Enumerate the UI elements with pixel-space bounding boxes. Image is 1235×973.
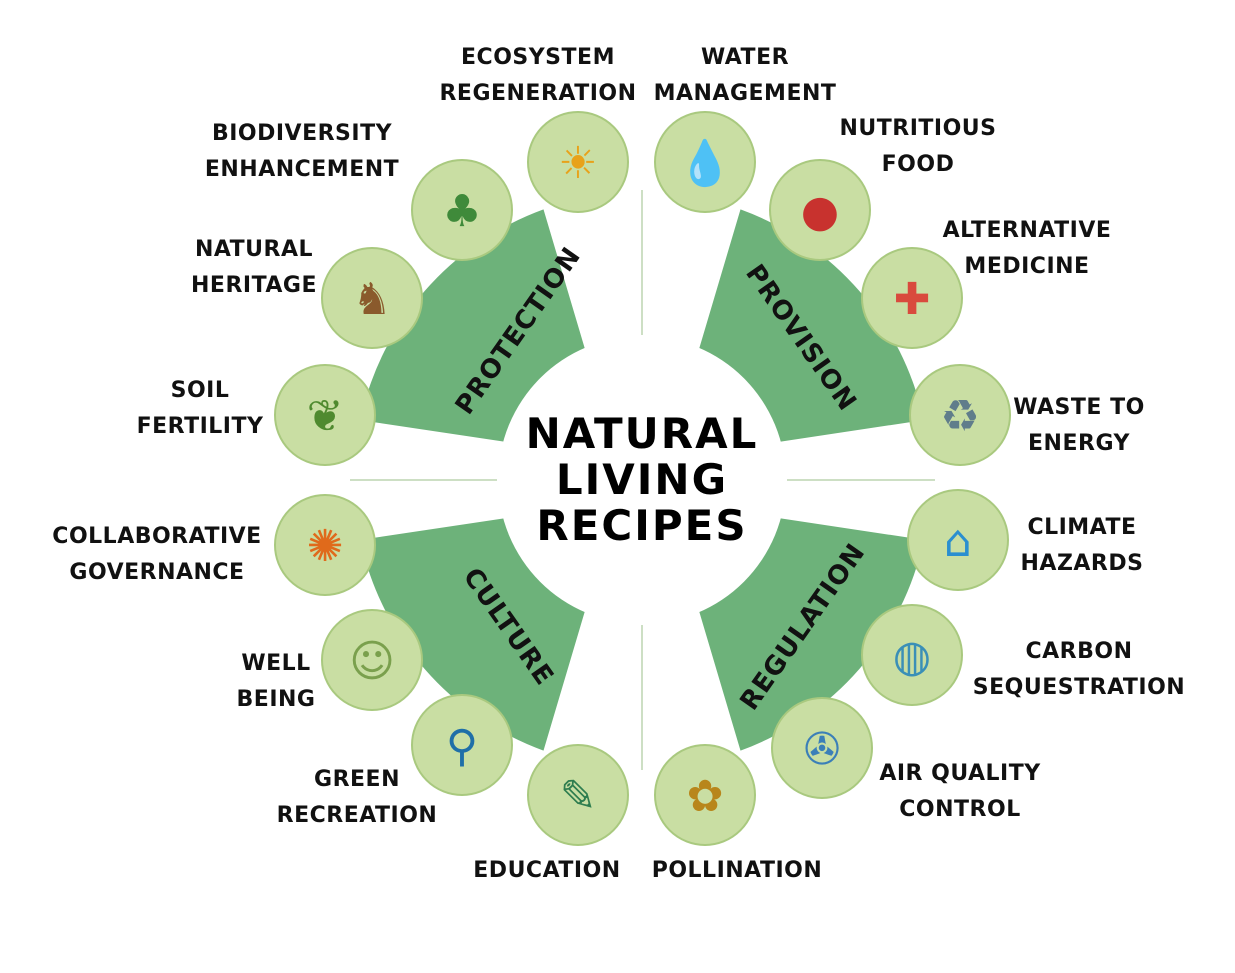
title-line-1: NATURAL — [525, 409, 759, 458]
deer-icon: ♞ — [321, 247, 423, 349]
svg-text:☀: ☀ — [558, 138, 597, 189]
trees-icon: ♣ — [411, 159, 513, 261]
item-label: SOIL FERTILITY — [136, 378, 264, 439]
svg-text:☺: ☺ — [349, 636, 395, 687]
diagram-title: NATURAL LIVING RECIPES — [526, 411, 759, 549]
item-label: ALTERNATIVE MEDICINE — [942, 218, 1112, 279]
item-label: AIR QUALITY CONTROL — [879, 761, 1041, 822]
svg-text:●: ● — [801, 186, 839, 237]
flood-house-icon: ⌂ — [907, 489, 1009, 591]
svg-text:♻: ♻ — [940, 391, 979, 442]
svg-text:✎: ✎ — [560, 771, 597, 822]
svg-text:♞: ♞ — [352, 274, 391, 325]
svg-text:❦: ❦ — [307, 391, 344, 442]
svg-text:♣: ♣ — [442, 186, 481, 237]
bicycle-icon: ⚲ — [411, 694, 513, 796]
waste-cart-icon: ♻ — [909, 364, 1011, 466]
meditation-icon: ☺ — [321, 609, 423, 711]
sector-provision — [696, 209, 924, 444]
berries-icon: ● — [769, 159, 871, 261]
item-label: WELL BEING — [236, 651, 316, 712]
item-label: POLLINATION — [651, 858, 823, 883]
water-drop-icon: 💧 — [654, 111, 756, 213]
sun-leaf-icon: ☀ — [527, 111, 629, 213]
item-label: COLLABORATIVE GOVERNANCE — [52, 524, 262, 585]
globe-hand-icon: ◍ — [861, 604, 963, 706]
svg-text:✚: ✚ — [894, 274, 931, 325]
svg-text:◍: ◍ — [893, 631, 931, 682]
svg-text:✇: ✇ — [804, 724, 841, 775]
svg-text:💧: 💧 — [678, 138, 733, 189]
sector-protection — [360, 209, 588, 444]
sector-regulation — [696, 516, 924, 751]
item-label: EDUCATION — [473, 858, 621, 883]
svg-text:✿: ✿ — [687, 771, 724, 822]
air-purifier-icon: ✇ — [771, 697, 873, 799]
item-label: NATURAL HERITAGE — [191, 237, 317, 298]
seedling-hand-icon: ❦ — [274, 364, 376, 466]
item-label: NUTRITIOUS FOOD — [839, 116, 997, 177]
item-label: WATER MANAGEMENT — [653, 45, 837, 106]
books-icon: ✎ — [527, 744, 629, 846]
pills-icon: ✚ — [861, 247, 963, 349]
svg-text:⚲: ⚲ — [446, 721, 478, 772]
item-label: WASTE TO ENERGY — [1013, 395, 1145, 456]
item-label: GREEN RECREATION — [276, 767, 438, 828]
sector-culture — [360, 516, 588, 751]
svg-text:⌂: ⌂ — [944, 516, 972, 567]
title-line-2: LIVING — [555, 455, 729, 504]
item-label: CARBON SEQUESTRATION — [972, 639, 1186, 700]
center-circle — [498, 336, 786, 624]
title-line-3: RECIPES — [536, 501, 748, 550]
collaboration-icon: ✺ — [274, 494, 376, 596]
item-label: BIODIVERSITY ENHANCEMENT — [204, 121, 400, 182]
item-label: CLIMATE HAZARDS — [1020, 515, 1144, 576]
item-label: ECOSYSTEM REGENERATION — [439, 45, 637, 106]
bee-flower-icon: ✿ — [654, 744, 756, 846]
svg-text:✺: ✺ — [307, 521, 344, 572]
